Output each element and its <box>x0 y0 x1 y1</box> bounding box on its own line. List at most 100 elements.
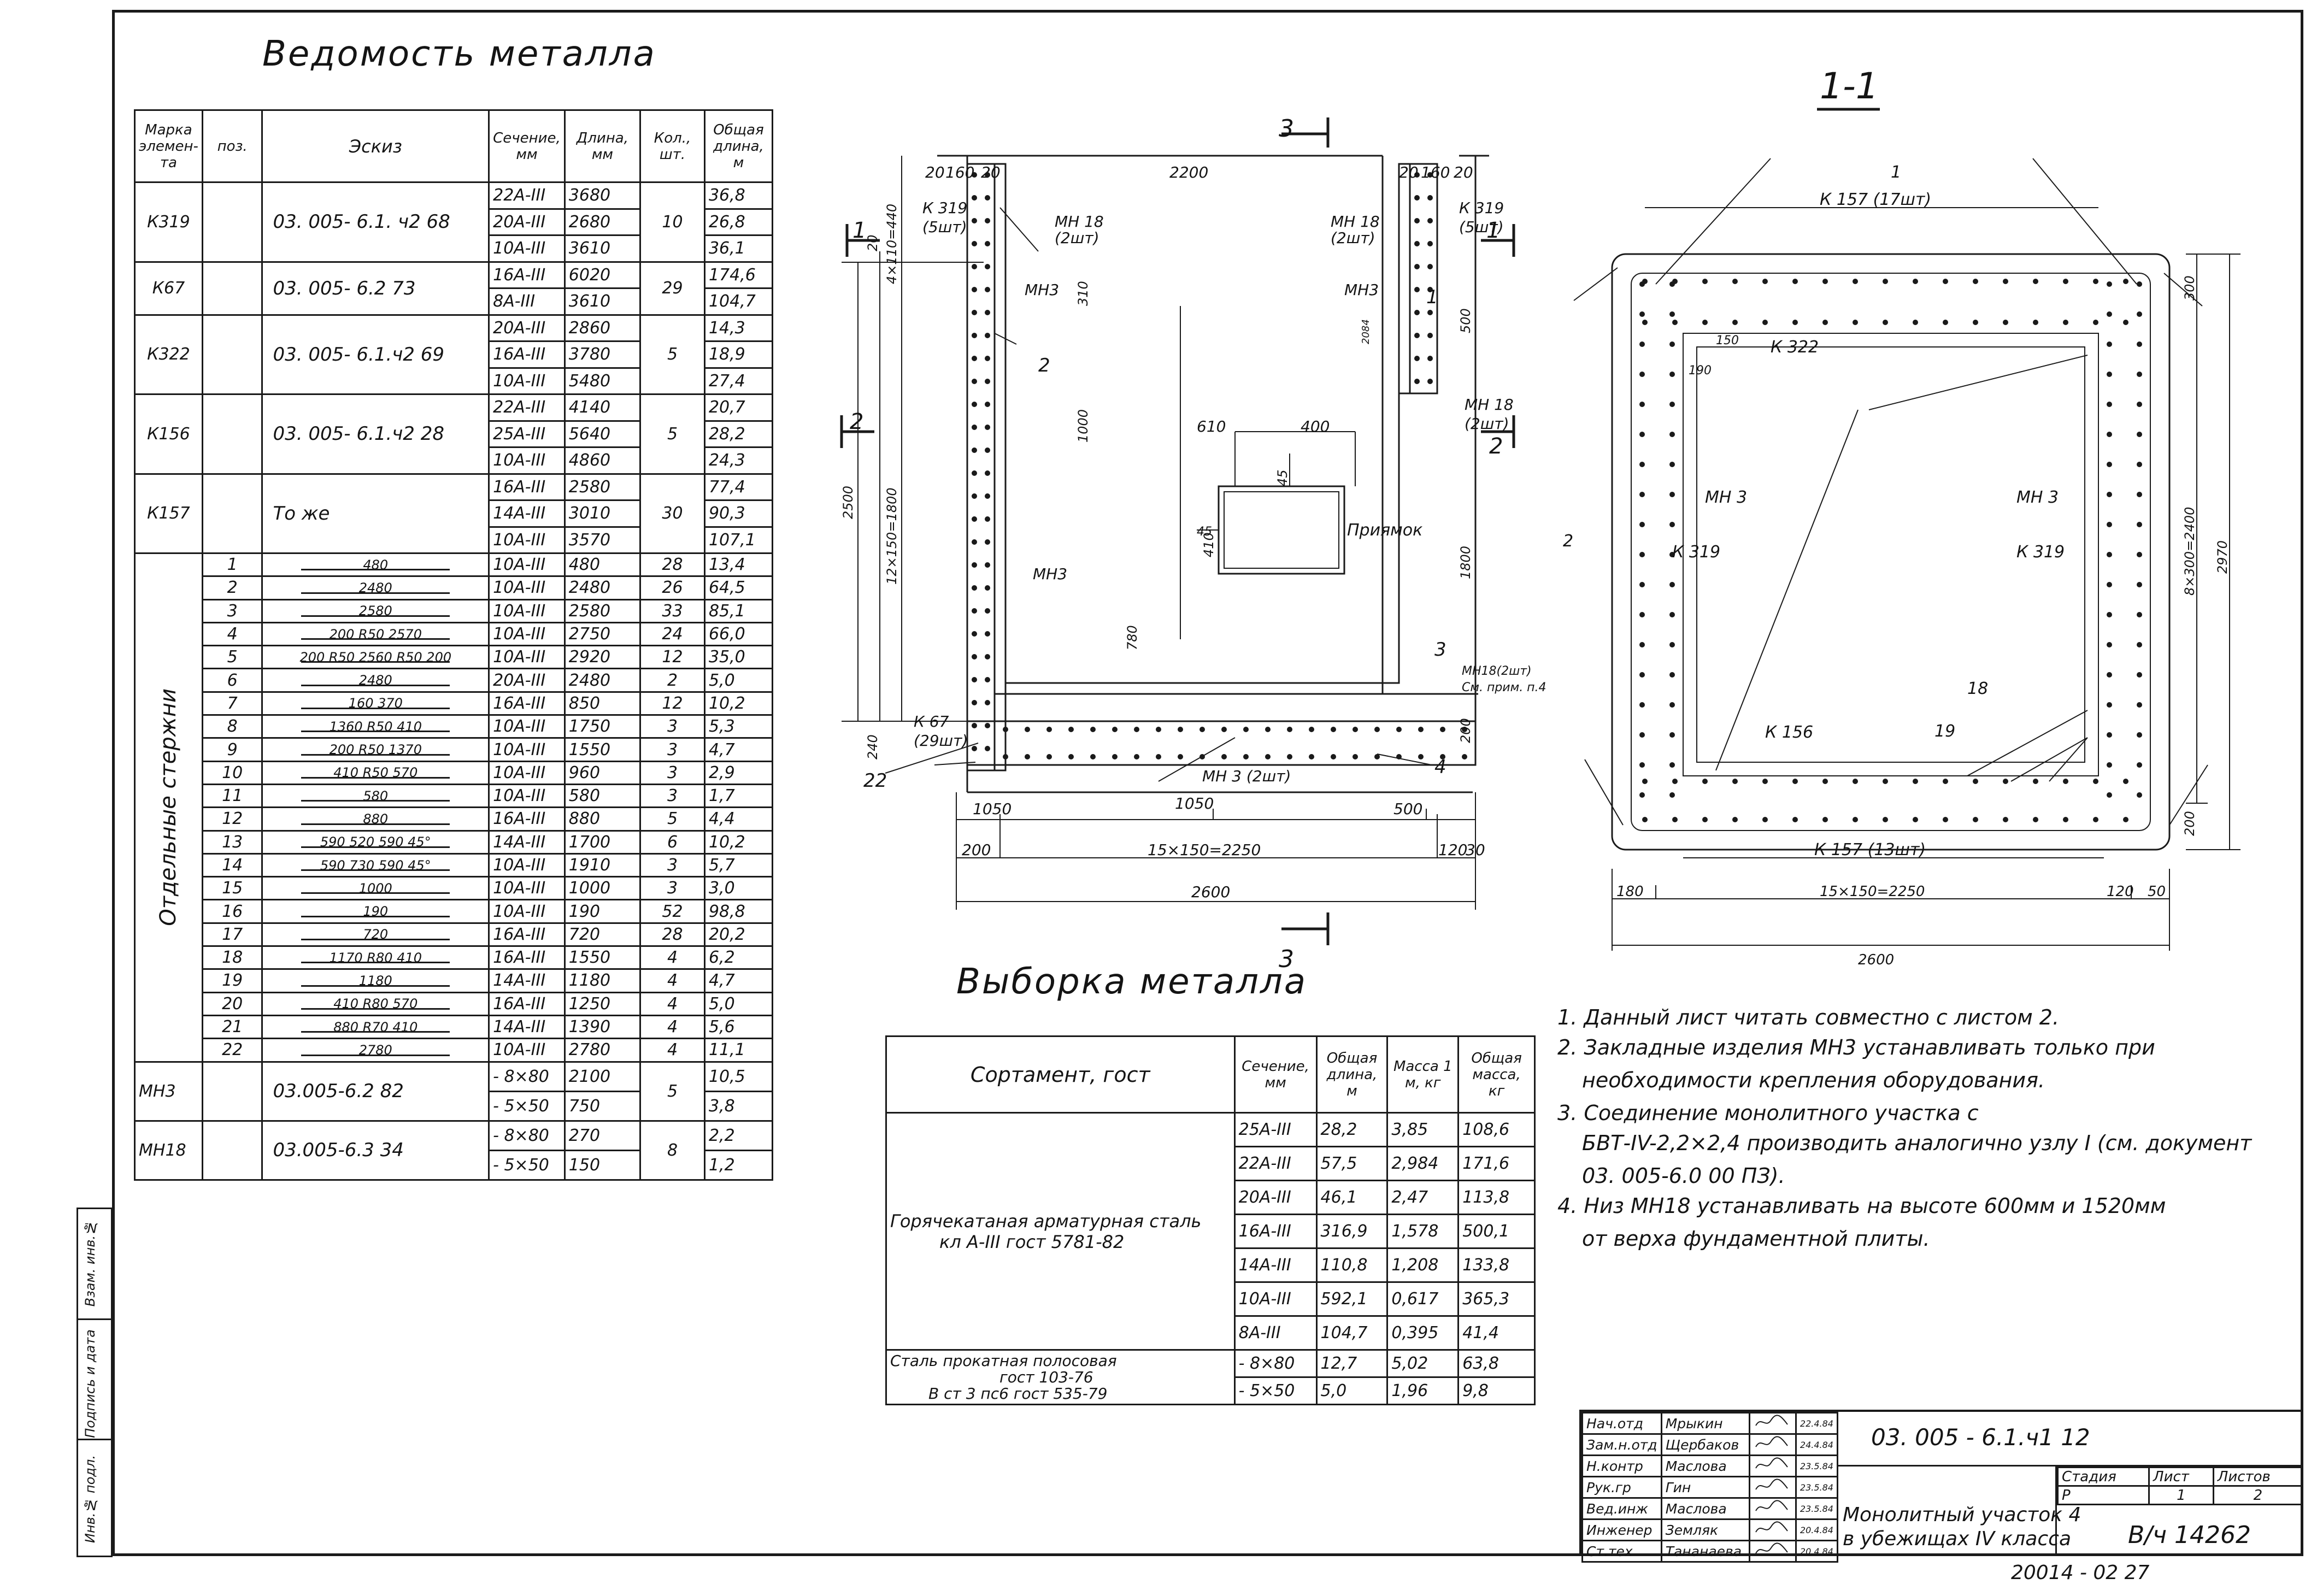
bar-section: 14A-III <box>488 1014 566 1040</box>
bar-section: 10A-III <box>488 552 566 578</box>
sampling-cell: 1,96 <box>1386 1376 1460 1405</box>
rebar-dot <box>2123 779 2128 784</box>
sheets-value: 2 <box>2212 1485 2304 1505</box>
rebar-dot <box>1732 320 1738 325</box>
embedded-section: - 5×50 <box>488 1090 566 1122</box>
rebar-dot <box>1669 492 1675 497</box>
binding-stamp: Взам. инв.№ Подпись и дата Инв.№ подл. <box>77 1208 113 1557</box>
section-dim-2970: 2970 <box>2215 540 2230 574</box>
section-mh3-left: МН 3 <box>1705 488 1747 507</box>
rebar-dot <box>2123 279 2128 284</box>
signature-date: 22.4.84 <box>1795 1412 1839 1435</box>
embedded-total: 2,2 <box>703 1120 774 1151</box>
rebar-dot <box>1732 779 1738 784</box>
embedded-sketch: 03.005-6.2 82 <box>261 1061 490 1122</box>
rebar-dot <box>1068 754 1074 759</box>
rebar-dot <box>972 402 977 407</box>
bar-position: 20 <box>201 991 263 1016</box>
rebar-dot <box>985 677 990 682</box>
rebar-dot <box>985 470 990 476</box>
embedded-length: 270 <box>563 1120 642 1151</box>
plan-pit-label: Приямок <box>1347 521 1422 540</box>
signature-mark <box>1748 1540 1797 1563</box>
rebar-dot <box>1134 727 1139 732</box>
plan-mh3-a: МН3 <box>1025 281 1059 299</box>
section-cell: 20A-III <box>488 208 566 236</box>
bar-sketch-line <box>301 1031 450 1033</box>
bar-sketch-line <box>301 962 450 964</box>
rebar-dot <box>1462 727 1467 732</box>
drawing-sheet <box>112 10 2303 1556</box>
section-dim-200: 200 <box>2182 811 2197 836</box>
plan-mh18-low: МН18(2шт) <box>1462 664 1532 678</box>
sampling-cell: 10A-III <box>1233 1281 1318 1317</box>
signature-role: Вед.инж <box>1581 1497 1662 1520</box>
rebar-dot <box>1913 817 1918 822</box>
rebar-dot <box>2107 582 2112 587</box>
bar-section: 10A-III <box>488 737 566 762</box>
rebar-dot <box>1762 779 1768 784</box>
bar-sketch: 880 R70 410 <box>261 1014 490 1040</box>
note-line: необходимости крепления оборудования. <box>1582 1068 2045 1092</box>
signature-name: Щербаков <box>1660 1433 1750 1456</box>
plan-pos-4: 4 <box>1434 756 1446 778</box>
sampling-cell: 3,85 <box>1386 1112 1460 1147</box>
bar-length: 2780 <box>563 1038 642 1063</box>
plan-dim-2600: 2600 <box>1191 883 1230 901</box>
bar-length: 2750 <box>563 621 642 647</box>
bar-sketch-line <box>301 708 450 710</box>
bar-position: 8 <box>201 714 263 739</box>
rebar-dot <box>1792 779 1798 784</box>
bar-section: 10A-III <box>488 852 566 878</box>
section-dim-2600: 2600 <box>1858 952 1894 968</box>
bars-group-label-text: Отдельные стержни <box>156 688 181 927</box>
rebar-dot <box>1669 311 1675 317</box>
bar-total: 35,0 <box>703 645 774 670</box>
plan-mh18-right: МН 18 <box>1331 213 1380 231</box>
signature-mark <box>1748 1476 1797 1499</box>
section-dim-190: 190 <box>1689 364 1712 378</box>
rebar-dot <box>1639 372 1645 377</box>
rebar-dot <box>1309 727 1314 732</box>
bar-section: 10A-III <box>488 714 566 739</box>
total-length-cell: 174,6 <box>703 261 774 289</box>
bar-sketch: 1360 R50 410 <box>261 714 490 739</box>
plan-dim-20-left: 20 <box>865 234 880 251</box>
rebar-dot <box>1943 817 1948 822</box>
rebar-dot <box>1822 320 1828 325</box>
total-length-cell: 36,1 <box>703 234 774 263</box>
signature-role: Инженер <box>1581 1518 1662 1541</box>
plan-dim-top-6: 160 <box>1421 163 1450 181</box>
rebar-dot <box>985 516 990 522</box>
embedded-section: - 8×80 <box>488 1120 566 1151</box>
length-cell: 2580 <box>563 473 642 501</box>
rebar-dot <box>1639 642 1645 647</box>
plan-cut2-left: 2 <box>850 409 863 434</box>
plan-dim-top-1: 20 <box>925 163 945 181</box>
rebar-dot <box>2033 320 2038 325</box>
qty-cell: 10 <box>639 181 705 263</box>
sampling-header-mass1: Масса 1 м, кг <box>1386 1035 1460 1114</box>
bar-length: 1550 <box>563 945 642 970</box>
bar-length: 580 <box>563 783 642 809</box>
head-stage: Стадия <box>2056 1467 2150 1487</box>
rebar-dot <box>1639 792 1645 798</box>
rebar-dot <box>2003 779 2008 784</box>
hot-rolled-line1: Горячекатаная арматурная сталь <box>890 1210 1202 1232</box>
rebar-dot <box>2107 762 2112 768</box>
bar-length: 880 <box>563 806 642 832</box>
note-line: 1. Данный лист читать совместно с листом… <box>1557 1005 2060 1029</box>
rebar-dot <box>1639 522 1645 527</box>
rebar-dot <box>1427 333 1433 338</box>
rebar-dot <box>2123 320 2128 325</box>
rebar-dot <box>1669 672 1675 678</box>
rebar-dot <box>1792 320 1798 325</box>
rebar-dot <box>1732 279 1738 284</box>
